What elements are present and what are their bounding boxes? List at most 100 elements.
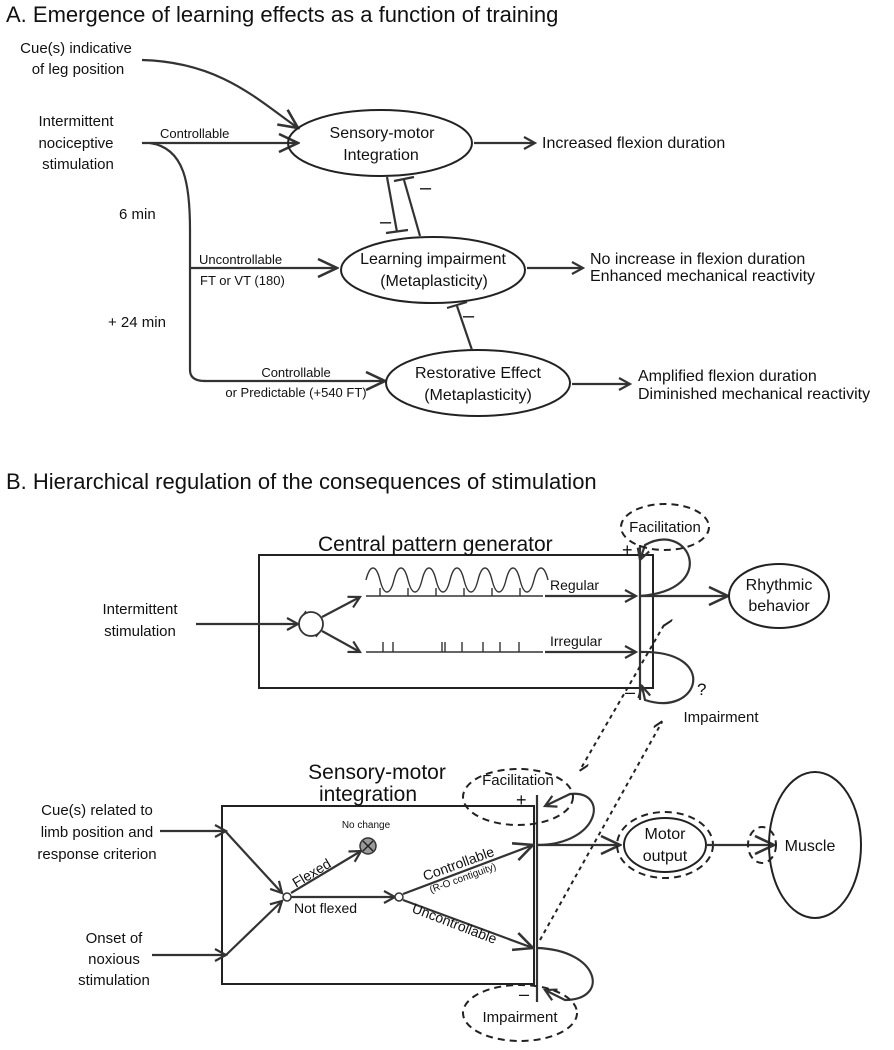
cpg-impairment-label: Impairment xyxy=(683,709,759,726)
outcome-increased-flexion: Increased flexion duration xyxy=(542,135,725,152)
smi-impairment-ring xyxy=(462,984,578,1042)
cpg-input-line1: Intermittent xyxy=(102,601,178,618)
edge-label-uncontrollable: Uncontrollable xyxy=(199,252,282,267)
smi-flexed-label: Flexed xyxy=(289,855,333,890)
smi-cue-line3: response criterion xyxy=(37,846,156,863)
inhibit-smi-to-li-bar xyxy=(385,228,409,235)
muscle-node xyxy=(768,771,862,919)
smi-cue-line1: Cue(s) related to xyxy=(41,802,153,819)
stim-branch-curve xyxy=(149,141,206,383)
cpg-box xyxy=(258,554,654,689)
smi-converge-top xyxy=(225,831,282,893)
inhibit-re-to-li-bar xyxy=(446,300,468,310)
cpg-facilitation-label: Facilitation xyxy=(629,519,701,536)
muscle-junction-ring xyxy=(747,826,777,864)
irregular-spike-ticks xyxy=(382,642,520,652)
node-re-line2: (Metaplasticity) xyxy=(424,387,532,404)
inhibit-li-to-smi-bar xyxy=(393,175,415,183)
stim-label-line1: Intermittent xyxy=(38,113,114,130)
cpg-oscillator-arrow-icon xyxy=(302,610,320,638)
smi-uncontrollable-arrow xyxy=(402,898,533,948)
smi-facilitation-ring xyxy=(462,768,574,826)
dashed-link-impairment xyxy=(539,722,662,941)
no-change-cross-icon xyxy=(362,840,374,852)
edge-label-ft-vt: FT or VT (180) xyxy=(200,273,285,288)
cue-to-smi-arrow xyxy=(141,58,298,128)
inhibit-li-to-smi xyxy=(402,179,422,237)
smi-not-flexed-label: Not flexed xyxy=(294,900,357,916)
smi-impairment-loop xyxy=(536,946,594,1002)
node-learning-impairment xyxy=(340,236,526,304)
smi-flexed-arrow xyxy=(290,851,361,894)
smi-facilitation-loop xyxy=(536,792,595,847)
cpg-facilitation-loop xyxy=(640,538,691,598)
muscle-label: Muscle xyxy=(785,838,836,855)
panel-a-title: A. Emergence of learning effects as a fu… xyxy=(6,2,558,27)
smi-onset-line3: stimulation xyxy=(78,972,150,989)
rhythmic-line1: Rhythmic xyxy=(746,577,813,594)
cpg-impairment-loop xyxy=(640,650,695,705)
smi-uncontrollable-label: Uncontrollable xyxy=(410,900,499,947)
cpg-title: Central pattern generator xyxy=(318,533,553,556)
dashed-link-facilitation xyxy=(580,625,664,770)
outcome-diminished-reactivity: Diminished mechanical reactivity xyxy=(638,386,870,403)
smi-facilitation-label: Facilitation xyxy=(482,772,554,789)
panel-b-title: B. Hierarchical regulation of the conseq… xyxy=(6,469,597,494)
edge-label-controllable-2: Controllable xyxy=(261,365,330,380)
smi-title-line2: integration xyxy=(319,783,417,806)
motor-line1: Motor xyxy=(645,826,687,843)
node-smi-line1: Sensory-motor xyxy=(330,125,436,142)
stim-label-line3: stimulation xyxy=(42,156,114,173)
cpg-branch-up xyxy=(321,597,360,618)
cpg-facilitation-ring xyxy=(620,503,710,551)
smi-title-line1: Sensory-motor xyxy=(308,761,446,784)
inhibit-sign-2: – xyxy=(380,211,392,233)
node-sensory-motor-integration xyxy=(287,109,473,177)
smi-minus-sign: – xyxy=(519,984,529,1004)
smi-plus-sign: + xyxy=(516,790,527,810)
smi-impairment-label: Impairment xyxy=(482,1009,558,1026)
cpg-question-mark: ? xyxy=(697,680,706,699)
time-label-24min: + 24 min xyxy=(108,314,166,331)
cpg-input-line2: stimulation xyxy=(104,623,176,640)
regular-wave xyxy=(365,567,549,593)
cue-label-line2: of leg position xyxy=(32,61,125,78)
node-restorative-effect xyxy=(385,349,571,417)
cpg-minus-sign: – xyxy=(625,682,635,702)
inhibit-sign-3: – xyxy=(463,305,475,327)
inhibit-sign-1: – xyxy=(420,177,432,199)
smi-onset-line1: Onset of xyxy=(86,930,144,947)
smi-box xyxy=(221,805,535,985)
cpg-oscillator-icon xyxy=(298,611,324,637)
edge-label-controllable: Controllable xyxy=(160,126,229,141)
node-re-line1: Restorative Effect xyxy=(415,365,542,382)
edge-label-predictable: or Predictable (+540 FT) xyxy=(225,385,366,400)
smi-junction-2 xyxy=(394,892,404,902)
motor-line2: output xyxy=(643,848,688,865)
node-li-line2: (Metaplasticity) xyxy=(380,273,488,290)
stim-label-line2: nociceptive xyxy=(38,135,113,152)
cpg-branch-down xyxy=(321,630,360,652)
smi-converge-bottom xyxy=(225,901,282,956)
smi-controllable-arrow xyxy=(402,845,533,896)
cpg-plus-sign: + xyxy=(622,540,633,560)
rhythmic-behavior-node xyxy=(728,563,830,629)
irregular-label: Irregular xyxy=(550,633,602,649)
inhibit-re-to-li xyxy=(455,305,474,351)
motor-output-ring xyxy=(616,811,714,879)
rhythmic-line2: behavior xyxy=(748,598,810,615)
node-smi-line2: Integration xyxy=(343,147,419,164)
smi-junction-1 xyxy=(282,892,292,902)
regular-label: Regular xyxy=(550,577,599,593)
smi-cue-line2: limb position and xyxy=(41,824,154,841)
regular-spike-ticks xyxy=(379,588,521,596)
outcome-amplified-flexion: Amplified flexion duration xyxy=(638,368,817,385)
outcome-no-increase: No increase in flexion duration xyxy=(590,251,805,268)
cue-label-line1: Cue(s) indicative xyxy=(20,40,132,57)
inhibit-smi-to-li xyxy=(385,176,399,233)
outcome-enhanced-reactivity: Enhanced mechanical reactivity xyxy=(590,268,815,285)
node-li-line1: Learning impairment xyxy=(360,251,506,268)
no-change-label: No change xyxy=(342,820,391,831)
smi-onset-line2: noxious xyxy=(88,951,140,968)
